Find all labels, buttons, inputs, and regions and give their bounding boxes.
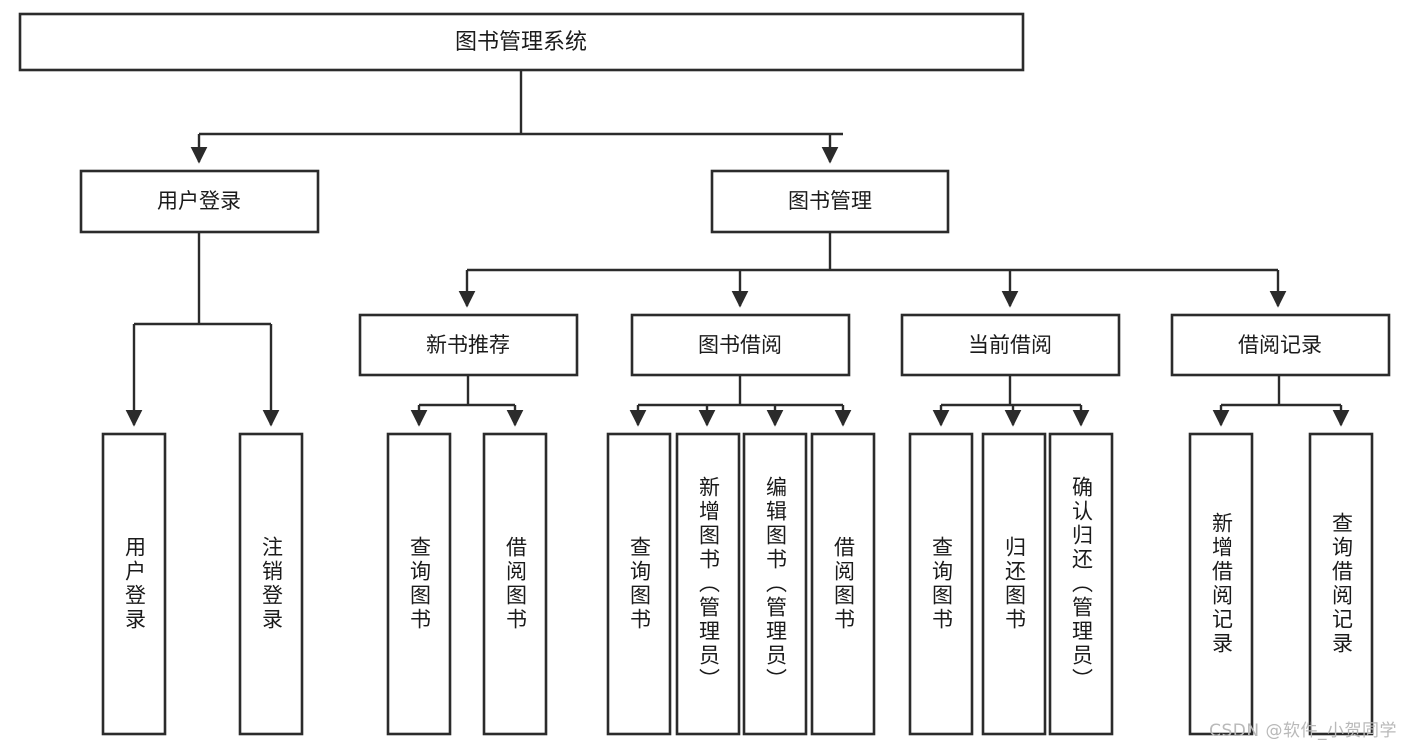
node-book-borrow[interactable]: 图书借阅 <box>630 313 851 377</box>
connector-userlogin-to-leaves <box>125 232 280 427</box>
leaf-add-record[interactable] <box>1188 432 1254 736</box>
node-user-login-label: 用户登录 <box>157 189 241 213</box>
node-root[interactable]: 图书管理系统 <box>18 12 1025 72</box>
node-new-book-recommend[interactable]: 新书推荐 <box>358 313 579 377</box>
leaf-edit-book[interactable] <box>742 432 808 736</box>
node-current-borrow-label: 当前借阅 <box>968 333 1052 357</box>
node-book-manage-label: 图书管理 <box>788 189 872 213</box>
node-borrow-record-label: 借阅记录 <box>1238 333 1322 357</box>
leaf-user-login[interactable] <box>101 432 167 736</box>
connector-currentborrow-to-leaves <box>932 375 1090 427</box>
leaf-node-boxes <box>101 432 1374 736</box>
leaf-query-book-1[interactable] <box>386 432 452 736</box>
connector-bookborrow-to-leaves <box>629 375 852 427</box>
node-current-borrow[interactable]: 当前借阅 <box>900 313 1121 377</box>
connector-root-to-level2 <box>190 70 843 164</box>
node-root-label: 图书管理系统 <box>455 30 587 55</box>
node-new-book-recommend-label: 新书推荐 <box>426 333 510 357</box>
node-borrow-record[interactable]: 借阅记录 <box>1170 313 1391 377</box>
leaf-return-book[interactable] <box>981 432 1047 736</box>
leaf-query-book-3[interactable] <box>908 432 974 736</box>
node-user-login[interactable]: 用户登录 <box>79 169 320 234</box>
csdn-watermark: CSDN @软件_小贺同学 <box>1209 721 1397 741</box>
node-book-borrow-label: 图书借阅 <box>698 333 782 357</box>
node-book-manage[interactable]: 图书管理 <box>710 169 950 234</box>
leaf-query-book-2[interactable] <box>606 432 672 736</box>
leaf-query-record[interactable] <box>1308 432 1374 736</box>
leaf-add-book[interactable] <box>675 432 741 736</box>
leaf-logout[interactable] <box>238 432 304 736</box>
connector-borrowrecord-to-leaves <box>1212 375 1350 427</box>
connector-bookmanage-to-level3 <box>458 232 1287 308</box>
leaf-confirm-return[interactable] <box>1048 432 1114 736</box>
leaf-borrow-book-2[interactable] <box>810 432 876 736</box>
leaf-borrow-book-1[interactable] <box>482 432 548 736</box>
connector-newbook-to-leaves <box>410 375 524 427</box>
